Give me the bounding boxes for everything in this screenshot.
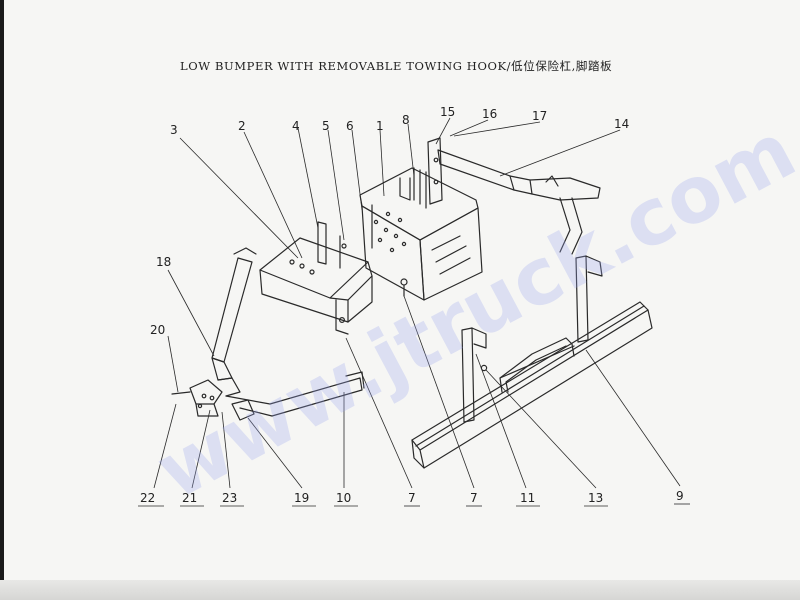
callout-1: 1 <box>376 119 384 133</box>
callout-22: 22 <box>140 491 155 505</box>
hook-base <box>171 379 255 421</box>
front-plate <box>259 221 373 335</box>
callout-3: 3 <box>170 123 178 137</box>
callout-17: 17 <box>532 109 547 123</box>
callout-8: 8 <box>402 113 410 127</box>
towing-arm <box>211 247 365 417</box>
upright-post-left <box>461 327 487 423</box>
callout-19: 19 <box>294 491 309 505</box>
leader-lines <box>153 117 681 489</box>
callout-10: 10 <box>336 491 351 505</box>
bolt <box>400 278 408 297</box>
watermark: www.jtruck.com <box>143 106 800 518</box>
callout-13: 13 <box>588 491 603 505</box>
bracket-box <box>359 167 483 301</box>
scan-edge-bottom <box>0 580 800 600</box>
bumper-bar <box>411 301 653 469</box>
callout-20: 20 <box>150 323 165 337</box>
callout-14: 14 <box>614 117 629 131</box>
diagram-title: LOW BUMPER WITH REMOVABLE TOWING HOOK/低位… <box>180 59 613 73</box>
step-handle <box>480 337 575 393</box>
callout-15: 15 <box>440 105 455 119</box>
callout-11: 11 <box>520 491 535 505</box>
cross-beam <box>427 137 601 255</box>
callout-5: 5 <box>322 119 330 133</box>
callout-9: 9 <box>676 489 684 503</box>
scan-edge-left <box>0 0 4 600</box>
callout-7b: 7 <box>470 491 478 505</box>
callout-18: 18 <box>156 255 171 269</box>
callout-2: 2 <box>238 119 246 133</box>
callout-21: 21 <box>182 491 197 505</box>
callout-7a: 7 <box>408 491 416 505</box>
callout-16: 16 <box>482 107 497 121</box>
callout-6: 6 <box>346 119 354 133</box>
callout-4: 4 <box>292 119 300 133</box>
watermark-text: www.jtruck.com <box>143 106 800 518</box>
callout-underlines <box>138 503 690 507</box>
callout-labels: 3 2 4 5 6 1 8 15 16 17 14 18 20 22 21 23… <box>140 105 684 505</box>
callout-23: 23 <box>222 491 237 505</box>
